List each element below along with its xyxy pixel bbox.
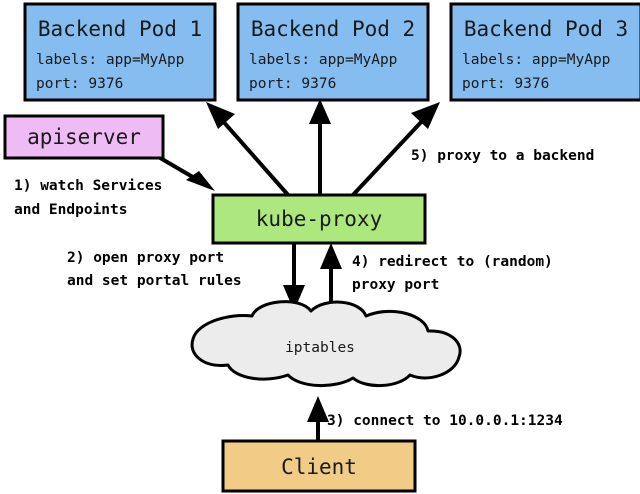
step-3-line-1: 3) connect to 10.0.0.1:1234: [327, 413, 563, 429]
step-4-line-2: proxy port: [352, 277, 439, 293]
backend-pod-2-title: Backend Pod 2: [251, 17, 415, 41]
kube-proxy-title: kube-proxy: [256, 207, 382, 231]
node-client[interactable]: Client: [221, 439, 417, 493]
backend-pod-1-port: port: 9376: [36, 76, 123, 92]
backend-pod-1-box[interactable]: [23, 2, 217, 102]
arrow-kubeproxy-to-pod1: [206, 102, 291, 198]
node-kube-proxy[interactable]: kube-proxy: [211, 193, 427, 245]
step-5-line-1: 5) proxy to a backend: [411, 148, 594, 164]
apiserver-box[interactable]: [3, 114, 165, 160]
step-label-1: 1) watch Services and Endpoints: [14, 178, 162, 218]
node-apiserver[interactable]: apiserver: [3, 114, 165, 160]
node-backend-pod-1[interactable]: Backend Pod 1 labels: app=MyApp port: 93…: [23, 2, 217, 102]
node-backend-pod-3[interactable]: Backend Pod 3 labels: app=MyApp port: 93…: [449, 2, 640, 102]
client-title: Client: [281, 455, 357, 479]
node-backend-pod-2[interactable]: Backend Pod 2 labels: app=MyApp port: 93…: [236, 2, 430, 102]
step-2-line-1: 2) open proxy port: [67, 250, 224, 266]
arrow-kubeproxy-to-pod2: [309, 99, 331, 196]
backend-pod-1-labels: labels: app=MyApp: [36, 52, 184, 68]
step-2-line-2: and set portal rules: [67, 273, 242, 289]
backend-pod-2-box[interactable]: [236, 2, 430, 102]
apiserver-title: apiserver: [27, 125, 141, 149]
arrow-kubeproxy-to-pod3: [350, 102, 440, 198]
step-label-3: 3) connect to 10.0.0.1:1234: [327, 413, 563, 429]
step-label-5: 5) proxy to a backend: [411, 148, 594, 164]
backend-pod-3-title: Backend Pod 3: [464, 17, 628, 41]
step-4-line-1: 4) redirect to (random): [352, 254, 553, 270]
step-label-2: 2) open proxy port and set portal rules: [67, 250, 242, 289]
backend-pod-1-title: Backend Pod 1: [38, 17, 202, 41]
arrow-client-to-iptables: [307, 396, 329, 440]
backend-pod-3-labels: labels: app=MyApp: [462, 52, 610, 68]
step-1-line-1: 1) watch Services: [14, 178, 162, 194]
cloud-shape[interactable]: [190, 300, 462, 388]
arrow-kubeproxy-to-iptables: [283, 243, 305, 311]
client-box[interactable]: [221, 439, 417, 493]
step-label-4: 4) redirect to (random) proxy port: [352, 254, 553, 293]
backend-pod-3-port: port: 9376: [462, 76, 549, 92]
kube-proxy-box[interactable]: [211, 193, 427, 245]
step-1-line-2: and Endpoints: [14, 202, 128, 218]
backend-pod-2-labels: labels: app=MyApp: [249, 52, 397, 68]
backend-pod-3-box[interactable]: [449, 2, 640, 102]
node-iptables-cloud[interactable]: iptables: [190, 300, 462, 388]
backend-pod-2-port: port: 9376: [249, 76, 336, 92]
iptables-title: iptables: [285, 340, 355, 356]
